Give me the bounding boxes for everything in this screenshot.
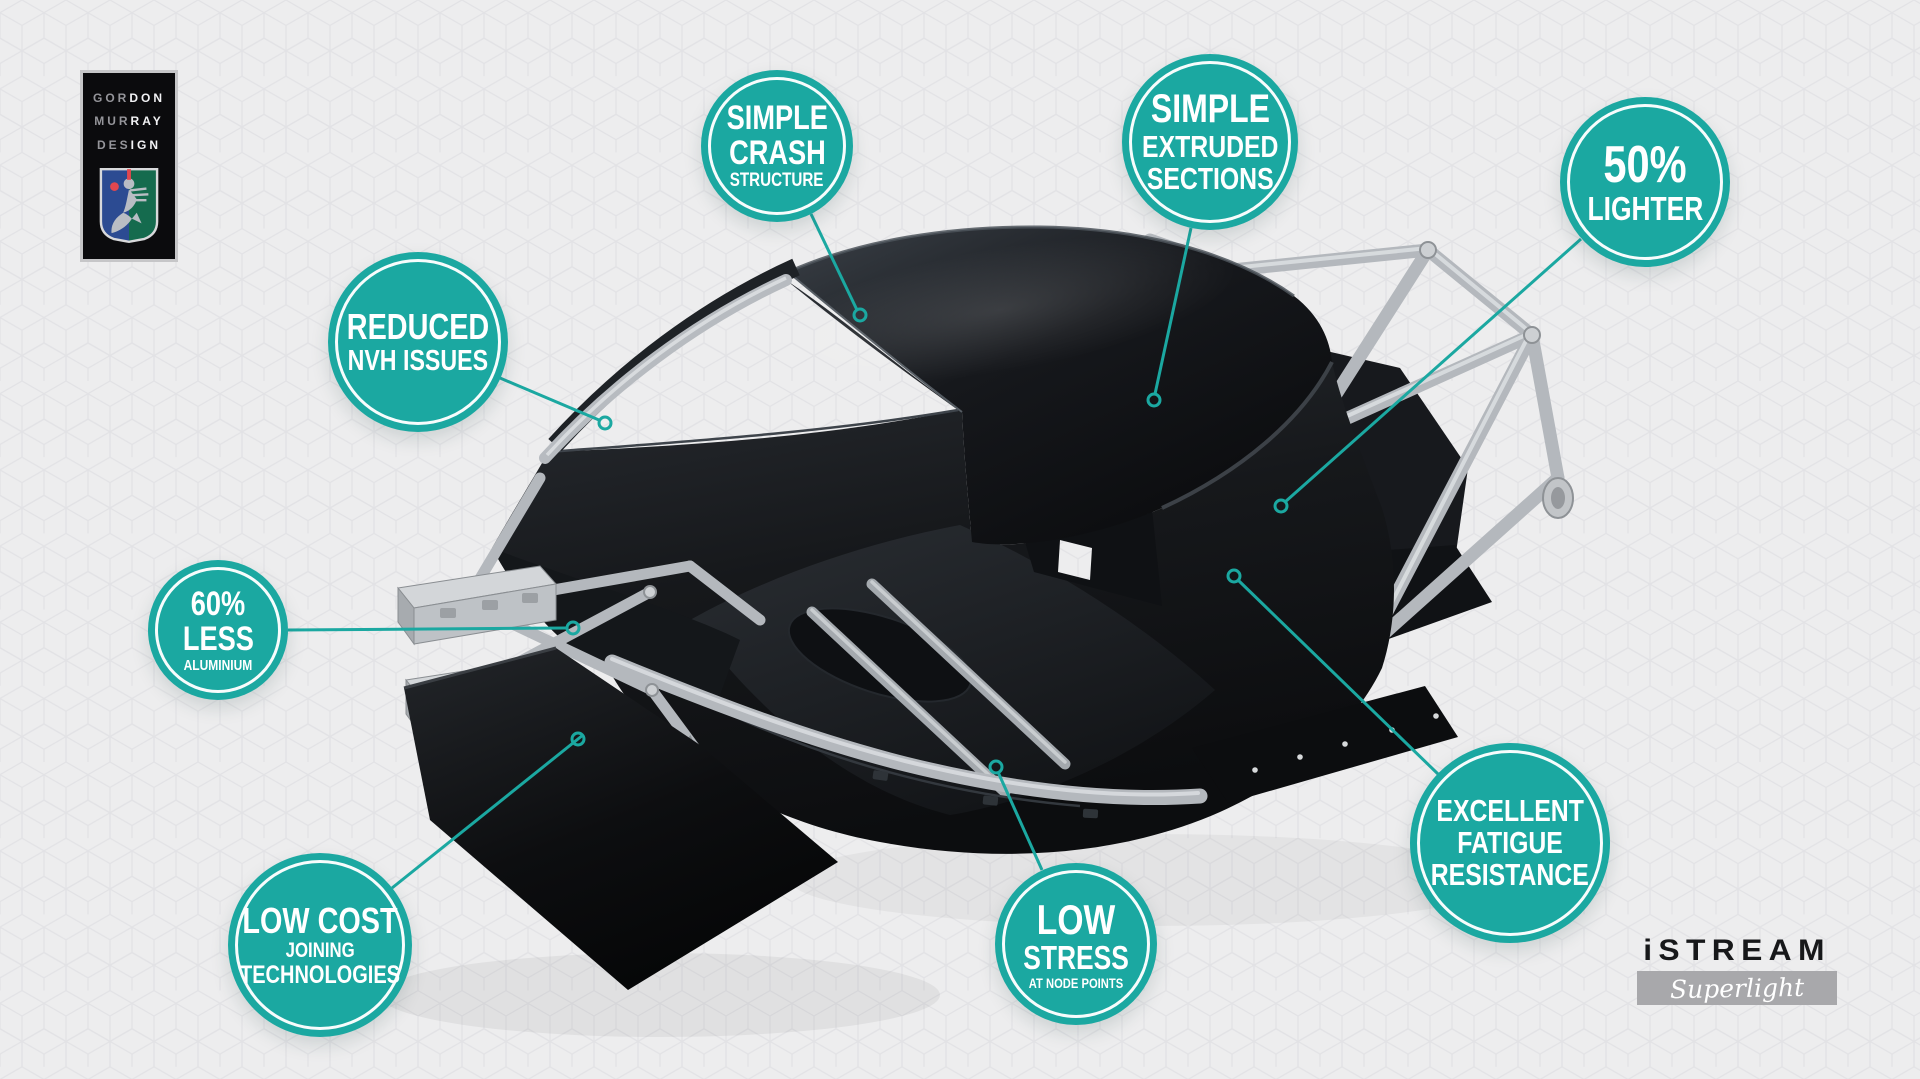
rear-bumper-bar [1192,686,1458,803]
leader-line [391,733,584,890]
badge-line: NVH ISSUES [347,344,489,377]
badge-line: JOINING [285,938,355,962]
badge-line: STRUCTURE [730,170,824,192]
leader-dot [1146,392,1162,408]
badge-line: 60% [190,584,246,623]
badge-line: RESISTANCE [1430,857,1589,893]
leader-dot [1273,498,1289,514]
badge-60-percent-less-aluminium: 60% LESS ALUMINIUM [148,560,288,700]
badge-line: 50% [1603,135,1687,194]
cowl-edge-highlight [547,408,959,454]
badge-line: EXCELLENT [1436,792,1584,828]
badge-50-percent-lighter: 50% LIGHTER [1560,97,1730,267]
leader-line [1284,237,1582,504]
leader-line [809,213,859,311]
leader-lines [287,213,1582,890]
a-pillar-highlight [545,276,787,457]
badge-line: STRESS [1023,939,1129,977]
badge-reduced-nvh-issues: REDUCED NVH ISSUES [328,252,508,432]
roof-sheen [763,236,1237,384]
leader-dot [570,731,586,747]
badge-line: EXTRUDED [1141,128,1279,164]
badge-low-stress-at-node-points: LOW STRESS AT NODE POINTS [995,863,1157,1025]
floor-edge-highlight [403,646,557,690]
leader-line [1153,227,1193,395]
gmd-mermaid-crest-icon [99,168,159,244]
badge-low-cost-joining-technologies: LOW COST JOINING TECHNOLOGIES [228,853,412,1037]
leader-dot [597,415,613,431]
badge-simple-extruded-sections: SIMPLE EXTRUDED SECTIONS [1122,54,1298,230]
badge-line: SECTIONS [1146,160,1274,196]
badge-line: AT NODE POINTS [1028,974,1124,991]
front-floor-panel [404,648,838,990]
badge-simple-crash-structure: SIMPLE CRASH STRUCTURE [701,70,853,222]
superlight-script: Superlight [1669,972,1805,1004]
gmd-text-white: RAY [130,114,164,129]
leader-dot [852,307,868,323]
gmd-wordmark-line: MURRAY [83,110,175,133]
sill-tabs [872,770,1099,819]
badge-line: SIMPLE [726,98,828,137]
superlight-banner: Superlight [1637,971,1837,1005]
badge-line: ALUMINIUM [183,656,253,674]
leader-line [1236,578,1440,776]
badge-line: LOW COST [242,900,398,942]
roof-side-edge [1161,361,1334,510]
badge-line: REDUCED [346,306,490,348]
gmd-text-white: IGN [130,137,162,152]
istream-wordmark: iSTREAM [1643,934,1831,967]
gordon-murray-design-logo: GORDON MURRAY DESIGN [80,70,178,262]
ground-shadow [790,834,1510,926]
gmd-text-gray: DES [96,137,131,152]
floor-rails [806,578,1071,798]
badge-line: TECHNOLOGIES [240,960,401,989]
istream-superlight-logo: iSTREAM Superlight [1634,934,1840,1005]
car-chassis [397,225,1574,990]
gmd-wordmark-line: GORDON [83,87,175,110]
gmd-text-gray: GOR [92,91,130,105]
gmd-text-gray: MUR [94,114,131,129]
leader-line [499,376,600,422]
leader-end-rings [565,307,1289,775]
windscreen-aperture [548,280,958,452]
gmd-wordmark-line: DESIGN [83,134,175,157]
badge-excellent-fatigue-resistance: EXCELLENT FATIGUE RESISTANCE [1410,743,1610,943]
leader-line [287,626,568,632]
badge-line: CRASH [728,134,826,173]
leader-line [996,771,1044,871]
badge-line: LIGHTER [1587,189,1703,227]
leader-dot [988,759,1004,775]
badge-line: LESS [182,620,254,659]
leader-dot [1226,568,1242,584]
gmd-text-white: DON [129,91,165,105]
badge-line: FATIGUE [1457,824,1563,860]
badge-line: SIMPLE [1150,86,1270,131]
leader-dot [565,620,581,636]
badge-line: LOW [1036,895,1116,943]
bulkhead-aperture [1058,540,1092,580]
ground-shadow [380,953,940,1037]
